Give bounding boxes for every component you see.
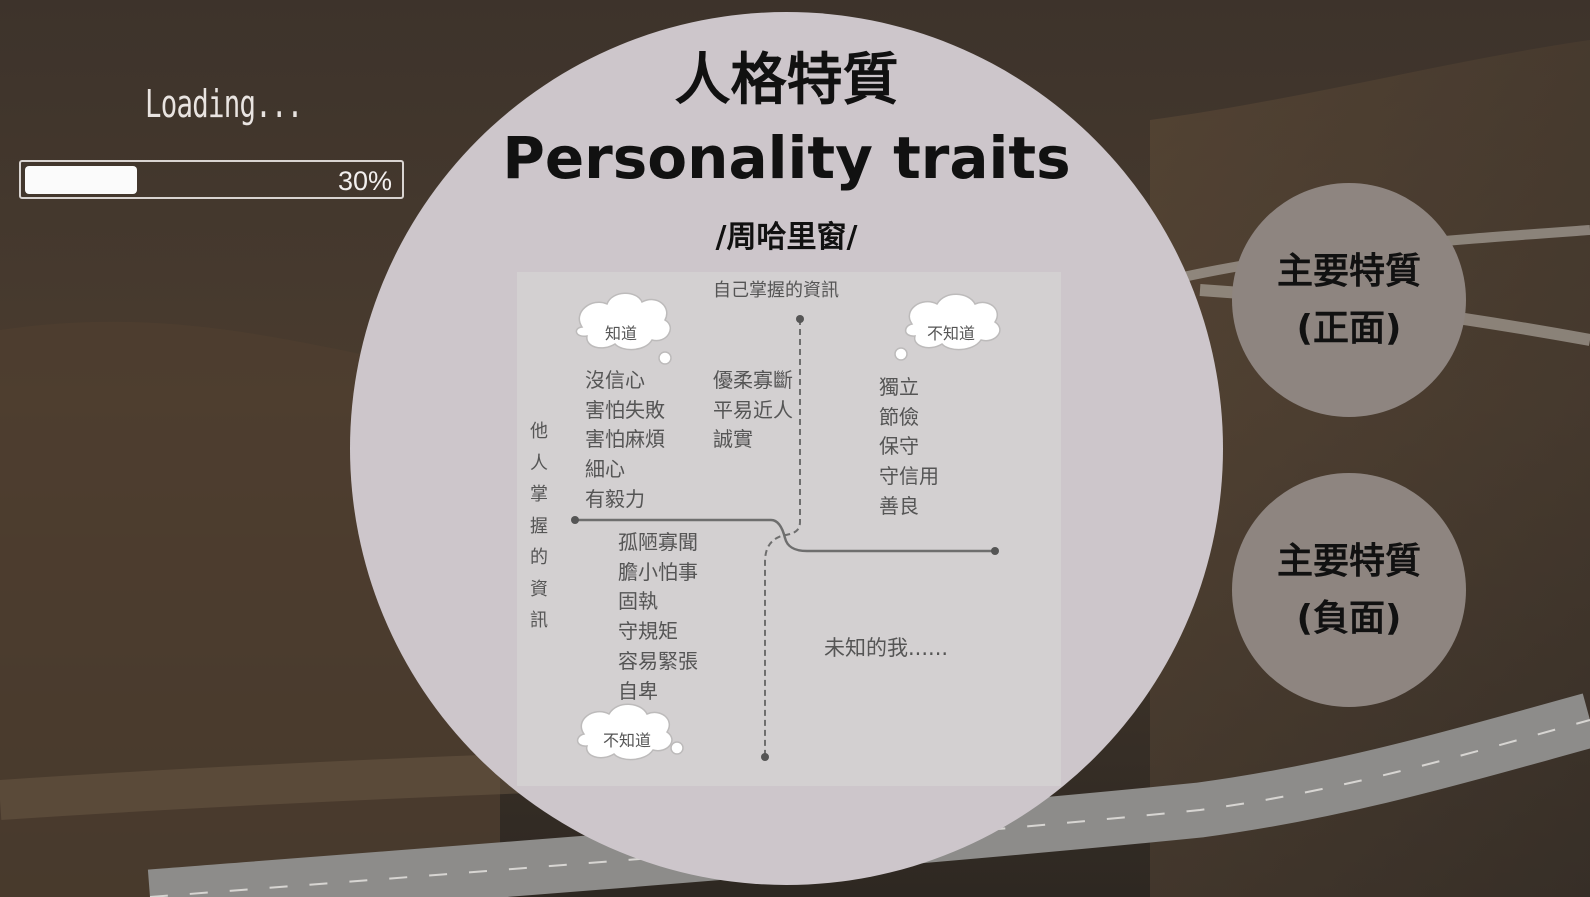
cloud-unknown-top-icon <box>894 293 1001 361</box>
positive-traits-button[interactable]: 主要特質 (正面) <box>1232 183 1466 417</box>
trait-item: 沒信心 <box>585 368 645 392</box>
trait-item: 孤陋寡聞 <box>618 530 698 554</box>
trait-item: 膽小怕事 <box>618 559 698 584</box>
diagram-lines <box>571 292 1001 761</box>
cloud-known-label: 知道 <box>605 324 638 343</box>
trait-item: 平易近人 <box>713 397 793 422</box>
blind-area-list: 獨立節儉保守守信用善良 <box>879 373 939 522</box>
left-axis-label: 他人掌握的資訊 <box>530 421 548 631</box>
cloud-known-icon <box>575 292 672 365</box>
loading-label: Loading... <box>145 82 303 126</box>
trait-item: 容易緊張 <box>618 648 698 673</box>
progress-fill <box>25 166 137 194</box>
horizontal-axis <box>575 518 995 553</box>
trait-item: 固執 <box>618 589 658 614</box>
open-area-list: 沒信心害怕失敗害怕麻煩細心有毅力 <box>585 366 665 515</box>
trait-item: 細心 <box>585 457 625 482</box>
trait-item: 獨立 <box>879 375 919 399</box>
progress-percent: 30% <box>337 166 392 196</box>
cloud-unknown-top-label: 不知道 <box>927 324 976 343</box>
johari-window-diagram: 自己掌握的資訊 他人掌握的資訊 知道 不知道 不知道 沒信心害怕失敗害怕麻煩細心… <box>517 272 1061 786</box>
open-area-list-2: 優柔寡斷平易近人誠實 <box>713 366 793 455</box>
trait-item: 害怕失敗 <box>585 397 665 422</box>
axis-end-dot <box>991 547 999 555</box>
trait-item: 守規矩 <box>618 619 678 644</box>
page-subtitle: /周哈里窗/ <box>715 220 858 255</box>
unknown-area-label: 未知的我...... <box>824 636 949 660</box>
axis-end-dot <box>796 315 804 323</box>
positive-button-line1: 主要特質 <box>1276 251 1421 292</box>
negative-button-line1: 主要特質 <box>1276 541 1421 582</box>
cloud-unknown-bottom-label: 不知道 <box>603 731 652 750</box>
trait-item: 自卑 <box>618 678 658 703</box>
trait-item: 保守 <box>879 434 919 459</box>
positive-button-line2: (正面) <box>1296 308 1402 349</box>
trait-item: 守信用 <box>879 464 939 489</box>
negative-traits-button[interactable]: 主要特質 (負面) <box>1232 473 1466 707</box>
trait-item: 優柔寡斷 <box>713 368 793 392</box>
trait-item: 有毅力 <box>585 486 645 511</box>
vertical-axis <box>764 319 801 757</box>
cloud-unknown-bottom-icon <box>576 703 684 761</box>
page-title-chinese: 人格特質 <box>674 48 899 113</box>
negative-button-line2: (負面) <box>1296 598 1402 639</box>
trait-item: 誠實 <box>713 427 753 452</box>
trait-item: 節儉 <box>879 404 919 429</box>
trait-item: 善良 <box>879 493 919 518</box>
trait-item: 害怕麻煩 <box>585 427 665 452</box>
progress-bar: 30% <box>19 160 404 199</box>
top-axis-label: 自己掌握的資訊 <box>713 280 839 301</box>
page-title-english: Personality traits <box>502 124 1071 192</box>
axis-end-dot <box>761 753 769 761</box>
hidden-area-list: 孤陋寡聞膽小怕事固執守規矩容易緊張自卑 <box>618 528 698 706</box>
axis-end-dot <box>571 516 579 524</box>
